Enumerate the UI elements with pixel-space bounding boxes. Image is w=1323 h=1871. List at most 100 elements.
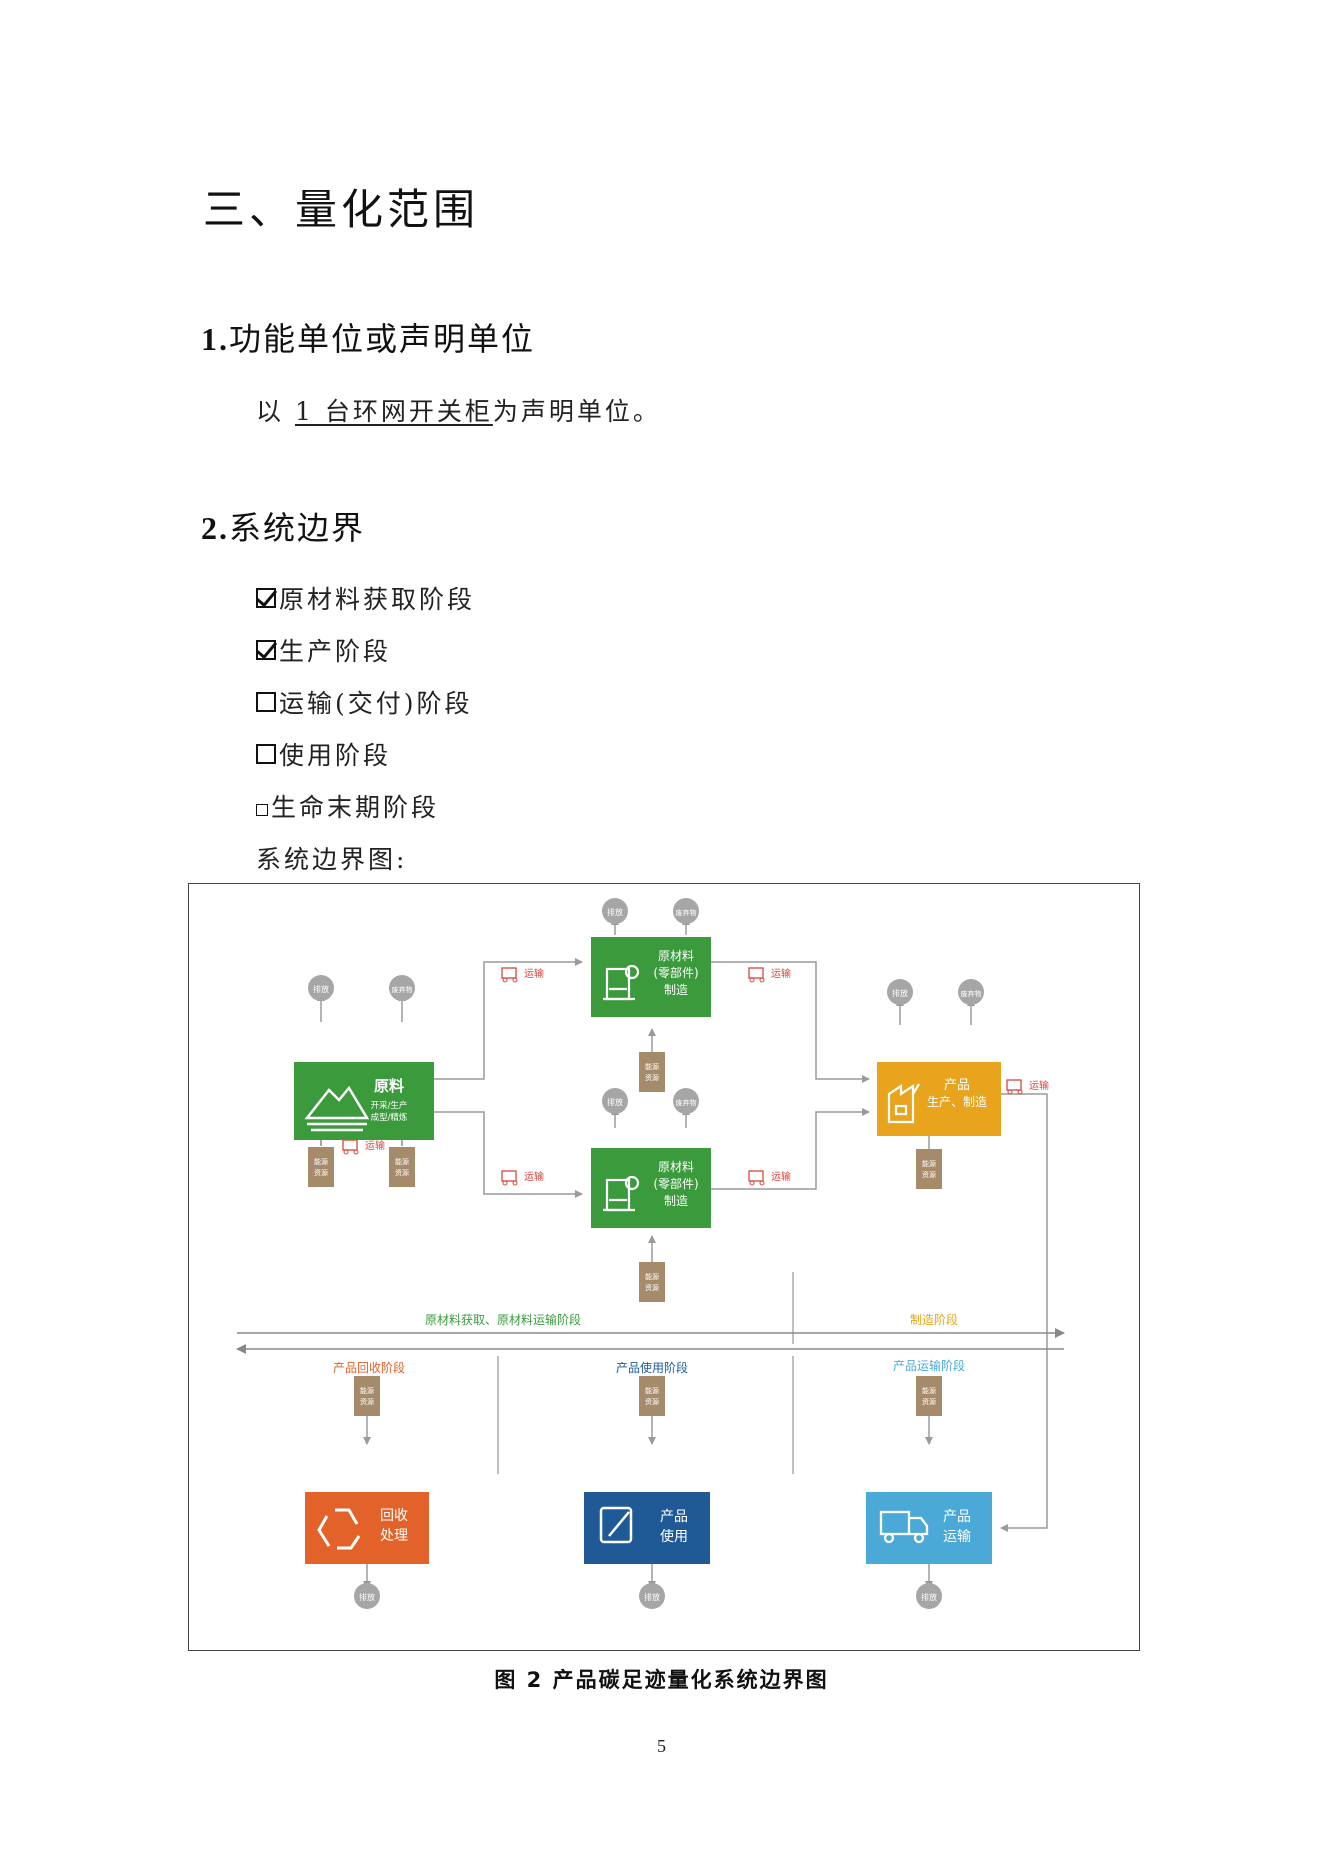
section1-number: 1. [201,321,229,357]
energy-label: 能源 [645,1272,659,1281]
stage-label-recycle: 产品回收阶段 [333,1360,405,1375]
truck-icon [748,1170,764,1182]
resource-label: 资源 [645,1283,659,1292]
transport-label: 运输 [771,967,791,980]
emission-circle [639,1583,665,1609]
section2-title: 系统边界 [229,509,366,547]
energy-label: 能源 [922,1159,936,1168]
boundary-item-end-of-life: 生命末期阶段 [256,788,439,824]
flow-raw-to-mfg-top [434,958,583,1080]
ship-line2: 运输 [943,1529,971,1545]
product-production-box: 产品 生产、制造 [877,1062,1001,1136]
recycle-line1: 回收 [380,1508,408,1524]
machine-icon [603,964,640,1001]
ship-line1: 产品 [943,1509,971,1525]
emission-circle [602,898,628,924]
flow-mfg-bottom-to-product [710,1108,870,1190]
truck-icon [1006,1079,1022,1091]
boundary-item-use: 使用阶段 [256,736,391,772]
resource-label: 资源 [922,1397,936,1406]
emission-label: 排放 [644,1592,660,1602]
flow-raw-to-mfg-bottom [434,1111,583,1198]
section2-heading: 2.系统边界 [201,503,365,549]
energy-resource-boxes: 能源 资源 能源 资源 能源 资源 能源 资源 能源 资源 能源 资源 能源 资… [308,1052,942,1416]
transport-label: 运输 [771,1170,791,1183]
transport-label: 运输 [524,967,544,980]
use-box: 产品 使用 [584,1492,710,1564]
checkbox-empty-icon [256,692,276,712]
system-boundary-diagram: 排放 废弃物 排放 废弃物 排放 废弃物 排放 废弃物 排放 排放 排放 [236,898,1065,1609]
truck-icon [879,1510,929,1544]
raw-material-box: 原料 开采/生产 成型/精炼 [294,1062,434,1140]
boundary-item-label: 生产阶段 [279,637,392,666]
shipping-box: 产品 运输 [866,1492,992,1564]
waste-circle [389,975,415,1001]
waste-circle [673,898,699,924]
truck-icon [748,967,764,979]
page-number: 5 [657,1736,666,1756]
emission-label: 排放 [607,1097,623,1107]
energy-label: 能源 [645,1062,659,1071]
recycle-box: 回收 处理 [305,1492,429,1564]
flow-mfg-top-to-product [710,961,870,1083]
emission-label: 排放 [313,984,329,994]
figure-caption: 图 2 产品碳足迹量化系统边界图 [494,1668,829,1692]
factory-icon [887,1083,920,1124]
transport-label: 运输 [365,1139,385,1152]
manufacturing-box-top: 原材料 (零部件) 制造 [591,937,711,1017]
energy-label: 能源 [395,1157,409,1166]
waste-label: 废弃物 [961,989,982,998]
emission-circle [916,1583,942,1609]
stage-label-mfg: 制造阶段 [910,1312,958,1327]
mfg-line3: 制造 [664,983,688,997]
declared-unit-prefix: 以 [256,397,285,426]
waste-label: 废弃物 [676,1098,697,1107]
truck-icon [501,967,517,979]
waste-circle [958,979,984,1005]
boundary-item-transport: 运输(交付)阶段 [256,684,473,720]
mfg-line2: (零部件) [653,965,698,980]
resource-label: 资源 [314,1168,328,1177]
boundary-item-raw-material: 原材料获取阶段 [256,580,475,616]
emission-circle [308,975,334,1001]
checkbox-checked-icon [256,588,276,608]
declared-unit-paragraph: 以 1 台环网开关柜为声明单位。 [256,392,661,428]
waste-circle [673,1088,699,1114]
raw-material-title: 原料 [374,1077,404,1095]
checkbox-checked-icon [256,640,276,660]
raw-material-sub1: 开采/生产 [371,1100,408,1111]
mfg-line1: 原材料 [658,1160,694,1174]
emission-label: 排放 [921,1592,937,1602]
product-line2: 生产、制造 [927,1095,987,1109]
boundary-item-label: 生命末期阶段 [271,793,440,822]
section1-heading: 1.功能单位或声明单位 [201,314,535,360]
truck-icon [342,1139,358,1151]
boundary-item-label: 运输(交付)阶段 [279,689,473,718]
transport-labels: 运输 运输 运输 运输 [342,967,1049,1186]
recycle-line2: 处理 [380,1528,408,1544]
resource-label: 资源 [645,1397,659,1406]
section-heading: 三、量化范围 [203,185,480,234]
energy-label: 能源 [360,1386,374,1395]
emission-circle [887,979,913,1005]
use-line2: 使用 [660,1528,688,1545]
transport-label: 运输 [1029,1079,1049,1092]
resource-label: 资源 [360,1397,374,1406]
raw-material-sub2: 成型/精炼 [371,1112,408,1123]
checkbox-empty-icon [256,804,268,816]
machine-icon [603,1175,640,1212]
resource-label: 资源 [645,1073,659,1082]
manufacturing-box-bottom: 原材料 (零部件) 制造 [591,1148,711,1228]
edit-icon [599,1506,633,1544]
mfg-line1: 原材料 [658,949,694,963]
truck-icon [501,1170,517,1182]
boundary-item-label: 使用阶段 [279,741,392,770]
mfg-line2: (零部件) [653,1176,698,1191]
emission-label: 排放 [607,907,623,917]
system-boundary-figure: 排放 废弃物 排放 废弃物 排放 废弃物 排放 废弃物 排放 排放 排放 [188,883,1140,1651]
product-line1: 产品 [944,1078,970,1093]
resource-label: 资源 [922,1170,936,1179]
mfg-line3: 制造 [664,1194,688,1208]
boundary-item-production: 生产阶段 [256,632,391,668]
emission-circle [602,1088,628,1114]
